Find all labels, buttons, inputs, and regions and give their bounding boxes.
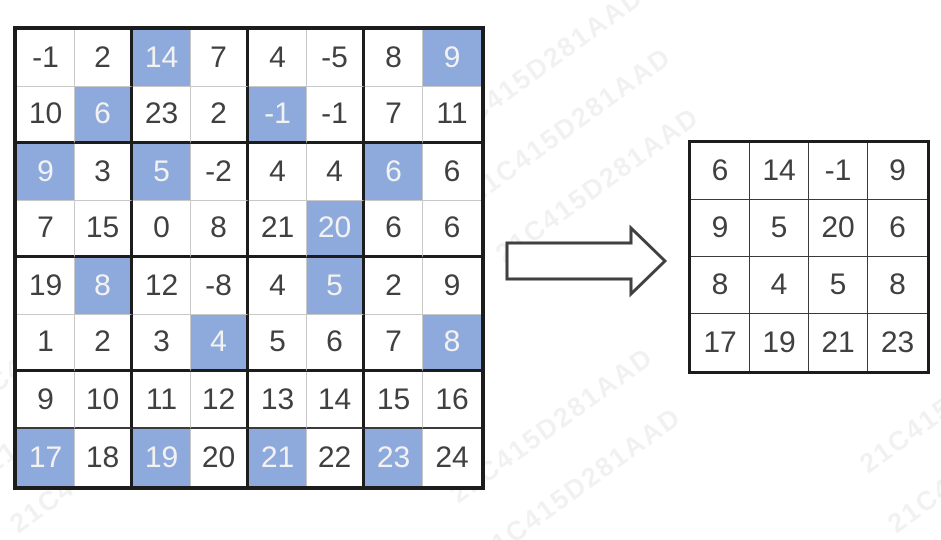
output-cell: 9 xyxy=(868,143,927,200)
input-cell: 23 xyxy=(133,87,191,144)
input-cell: 13 xyxy=(249,372,307,429)
input-cell: 22 xyxy=(307,429,365,486)
input-cell: 8 xyxy=(191,201,249,258)
input-cell: 4 xyxy=(249,30,307,87)
input-cell: 21 xyxy=(249,201,307,258)
input-cell: -1 xyxy=(249,87,307,144)
output-cell: 8 xyxy=(691,257,750,314)
output-cell: 9 xyxy=(691,200,750,257)
output-cell: 5 xyxy=(750,200,809,257)
input-cell: 9 xyxy=(17,372,75,429)
input-cell: 19 xyxy=(133,429,191,486)
input-cell: 6 xyxy=(365,144,423,201)
input-cell: 10 xyxy=(17,87,75,144)
input-cell: 18 xyxy=(75,429,133,486)
input-cell: 9 xyxy=(423,258,481,315)
input-cell: 12 xyxy=(191,372,249,429)
input-cell: 4 xyxy=(249,144,307,201)
output-cell: 23 xyxy=(868,314,927,371)
input-cell: 6 xyxy=(423,201,481,258)
input-cell: 0 xyxy=(133,201,191,258)
input-cell: 14 xyxy=(307,372,365,429)
input-cell: 21 xyxy=(249,429,307,486)
watermark-text: 21C415D281AAD xyxy=(882,371,941,539)
input-cell: 8 xyxy=(75,258,133,315)
output-cell: 6 xyxy=(691,143,750,200)
input-cell: 4 xyxy=(191,315,249,372)
input-cell: 7 xyxy=(365,315,423,372)
input-cell: 6 xyxy=(423,144,481,201)
input-cell: 2 xyxy=(75,30,133,87)
input-cell: 11 xyxy=(133,372,191,429)
input-cell: 16 xyxy=(423,372,481,429)
input-cell: 7 xyxy=(191,30,249,87)
input-cell: 6 xyxy=(365,201,423,258)
input-cell: 19 xyxy=(17,258,75,315)
input-cell: 3 xyxy=(75,144,133,201)
input-cell: 1 xyxy=(17,315,75,372)
output-cell: 8 xyxy=(868,257,927,314)
input-cell: -1 xyxy=(307,87,365,144)
input-cell: 8 xyxy=(365,30,423,87)
input-cell: 12 xyxy=(133,258,191,315)
output-cell: 17 xyxy=(691,314,750,371)
input-cell: 3 xyxy=(133,315,191,372)
input-cell: 7 xyxy=(17,201,75,258)
input-cell: 24 xyxy=(423,429,481,486)
output-cell: -1 xyxy=(809,143,868,200)
input-cell: 2 xyxy=(75,315,133,372)
input-cell: 7 xyxy=(365,87,423,144)
input-cell: 11 xyxy=(423,87,481,144)
output-cell: 21 xyxy=(809,314,868,371)
input-cell: 5 xyxy=(249,315,307,372)
input-cell: 4 xyxy=(307,144,365,201)
output-cell: 14 xyxy=(750,143,809,200)
arrow-right-icon xyxy=(505,224,668,298)
input-cell: 9 xyxy=(17,144,75,201)
input-cell: 2 xyxy=(191,87,249,144)
output-cell: 4 xyxy=(750,257,809,314)
input-cell: -2 xyxy=(191,144,249,201)
arrow-right-shape xyxy=(505,224,668,298)
input-cell: -1 xyxy=(17,30,75,87)
input-cell: 14 xyxy=(133,30,191,87)
input-cell: 15 xyxy=(365,372,423,429)
output-cell: 6 xyxy=(868,200,927,257)
input-cell: 5 xyxy=(133,144,191,201)
watermark-text: 21C415D281AAD xyxy=(472,401,687,540)
input-cell: 6 xyxy=(75,87,133,144)
input-cell: 2 xyxy=(365,258,423,315)
input-cell: 8 xyxy=(423,315,481,372)
input-cell: 23 xyxy=(365,429,423,486)
input-cell: 9 xyxy=(423,30,481,87)
output-cell: 19 xyxy=(750,314,809,371)
input-cell: 10 xyxy=(75,372,133,429)
input-cell: 20 xyxy=(307,201,365,258)
output-cell: 5 xyxy=(809,257,868,314)
input-cell: 17 xyxy=(17,429,75,486)
input-cell: 4 xyxy=(249,258,307,315)
input-cell: -5 xyxy=(307,30,365,87)
input-cell: 5 xyxy=(307,258,365,315)
input-cell: 20 xyxy=(191,429,249,486)
input-cell: -8 xyxy=(191,258,249,315)
input-cell: 6 xyxy=(307,315,365,372)
watermark-text: 21C415D281AAD xyxy=(462,41,677,209)
input-cell: 15 xyxy=(75,201,133,258)
output-cell: 20 xyxy=(809,200,868,257)
